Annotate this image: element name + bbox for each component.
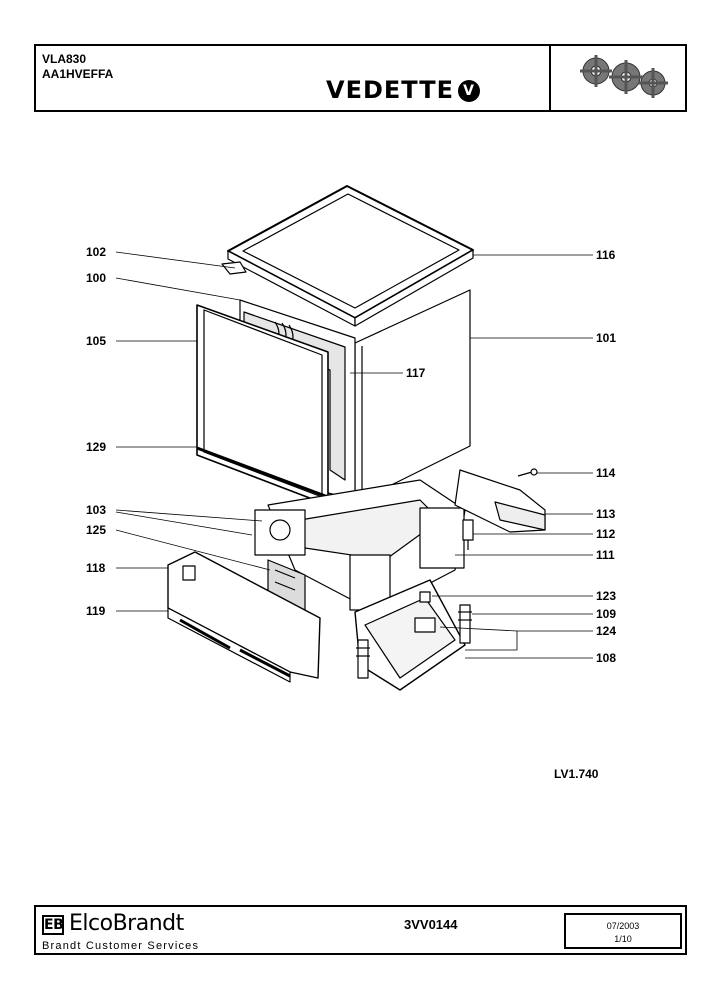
hinge-112 (462, 519, 474, 550)
bracket-113 (454, 469, 546, 533)
company-name: ElcoBrandt (69, 911, 184, 936)
callout-119: 119 (86, 604, 106, 618)
clip-123 (419, 591, 431, 603)
callout-112: 112 (596, 527, 616, 541)
fixing-118 (182, 565, 196, 581)
callout-123: 123 (596, 589, 616, 603)
callout-105: 105 (86, 334, 106, 348)
model-number: VLA830 (42, 52, 87, 66)
door-105 (196, 304, 329, 506)
sump-103 (254, 509, 306, 556)
date-page-box: 07/2003 1/10 (564, 913, 682, 949)
base-frame-111 (267, 479, 466, 613)
worktop-116 (227, 185, 474, 327)
gears-icon (580, 55, 668, 98)
callout-100: 100 (86, 271, 106, 285)
document-date: 07/2003 (606, 921, 640, 931)
company-subtitle: Brandt Customer Services (42, 940, 200, 952)
model-block: VLA830 AA1HVEFFA (42, 52, 113, 82)
callout-101: 101 (596, 331, 616, 345)
header-divider (549, 46, 551, 110)
plinth-119 (167, 551, 321, 683)
callout-114: 114 (596, 466, 616, 480)
callout-118: 118 (86, 561, 106, 575)
callout-116: 116 (596, 248, 616, 262)
callout-129: 129 (86, 440, 106, 454)
foot-109 (356, 604, 472, 679)
model-reference: AA1HVEFFA (42, 67, 114, 81)
brand-name: VEDETTE (326, 76, 454, 104)
side-panel-101 (354, 289, 471, 504)
page-number: 1/10 (614, 934, 632, 944)
callout-103: 103 (86, 503, 106, 517)
callout-102: 102 (86, 245, 106, 259)
document-code: 3VV0144 (404, 917, 458, 932)
diagram-reference: LV1.740 (554, 767, 599, 781)
base-tray-108 (354, 579, 466, 691)
callout-125: 125 (86, 523, 106, 537)
callout-111: 111 (596, 548, 615, 562)
company-mark-icon: EB (42, 915, 64, 935)
screw-114 (517, 468, 538, 477)
callout-108: 108 (596, 651, 616, 665)
callout-113: 113 (596, 507, 616, 521)
callout-109: 109 (596, 607, 616, 621)
callout-117: 117 (406, 366, 426, 380)
leader-lines (115, 251, 593, 659)
brand-mark-icon: V (457, 80, 480, 102)
callout-124: 124 (596, 624, 616, 638)
